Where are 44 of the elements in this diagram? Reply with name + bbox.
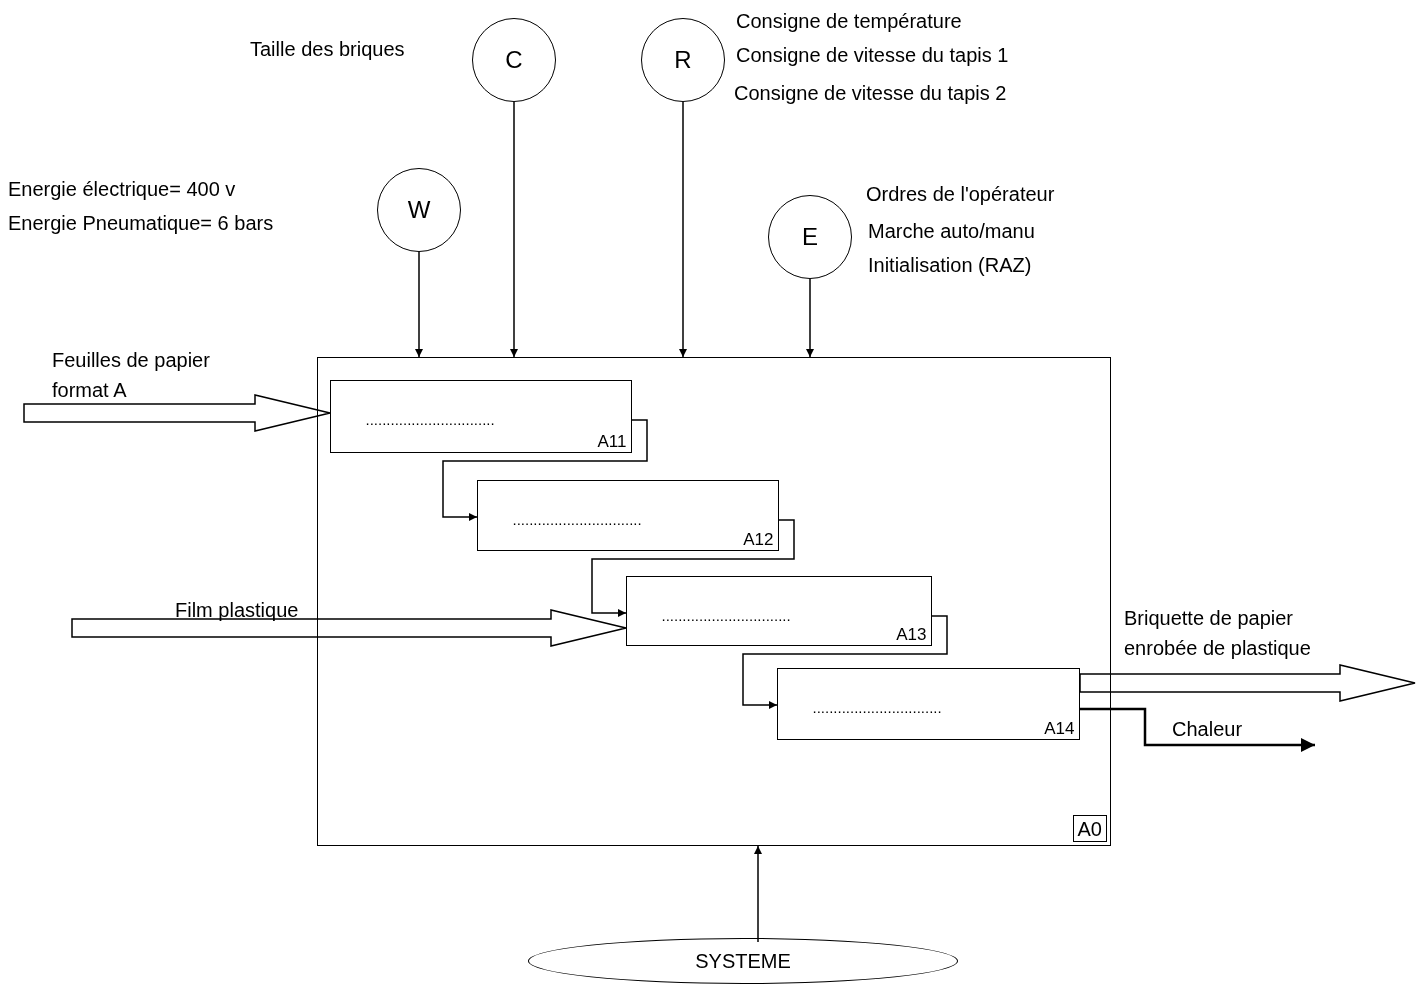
flow-label: Chaleur [1172,718,1243,741]
arrow [806,278,814,358]
control-label: Consigne de vitesse du tapis 2 [734,82,1007,105]
arrow [415,251,423,358]
activity-code: A0 [1072,815,1107,842]
block-arrow [1079,664,1416,702]
flow-label: Feuilles de papier format A [52,348,211,403]
control-label: Ordres de l'opérateur [866,183,1055,206]
placeholder-dots: ............................... [661,606,791,624]
sub-activity-box [625,575,932,646]
node-letter: R [673,46,693,74]
node-letter: E [801,223,819,251]
arrow [1080,707,1315,752]
block-arrow [71,609,627,647]
node-label: SYSTEME [694,949,792,973]
placeholder-dots: ............................... [512,510,642,528]
activity-code: A13 [896,624,927,645]
control-label: Consigne de vitesse du tapis 1 [736,44,1009,67]
arrow [442,419,648,521]
activity-code: A12 [743,529,774,550]
placeholder-dots: ............................... [365,410,495,428]
control-label: Marche auto/manu [868,220,1035,243]
sub-activity-box [329,379,632,453]
node-letter: C [504,46,524,74]
sub-activity-box [776,667,1080,740]
activity-box [317,357,1111,846]
control-label: Energie électrique= 400 v [8,178,236,201]
sub-activity-box [476,479,779,551]
placeholder-dots: ............................... [812,698,942,716]
control-label: Taille des briques [250,38,405,61]
flow-label: Film plastique [175,601,299,619]
control-label: Consigne de température [736,10,962,33]
arrow [754,845,762,943]
activity-code: A11 [597,431,627,452]
node-letter: W [406,196,432,224]
arrow [591,519,795,617]
arrow [510,101,518,358]
arrow [679,101,687,358]
control-label: Initialisation (RAZ) [868,254,1032,277]
activity-code: A14 [1044,718,1075,739]
arrow [742,615,948,709]
flow-label: Briquette de papier enrobée de plastique [1124,606,1312,661]
block-arrow [23,394,331,432]
control-label: Energie Pneumatique= 6 bars [8,212,274,235]
